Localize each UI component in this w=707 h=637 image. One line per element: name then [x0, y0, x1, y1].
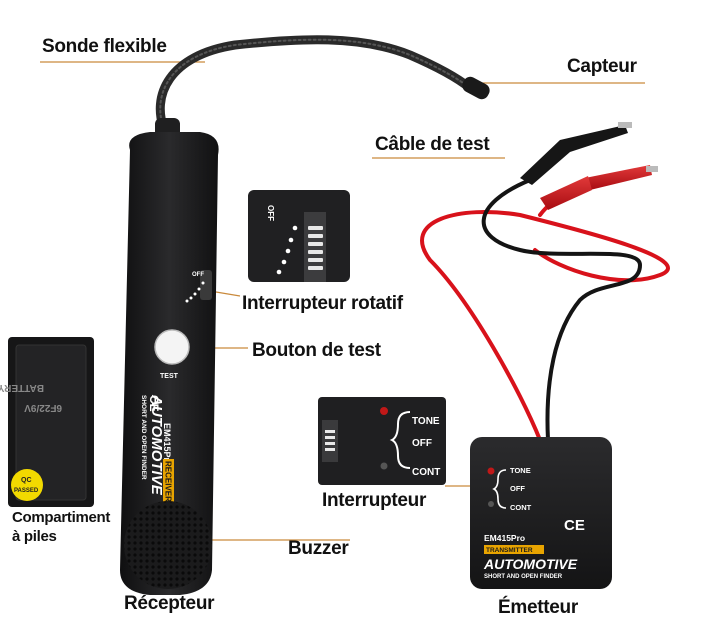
test-button[interactable]: [154, 329, 190, 365]
label-transmitter: Émetteur: [498, 597, 578, 618]
sensor-tip: [462, 76, 490, 100]
label-battery-line1: Compartiment: [12, 509, 111, 526]
label-test-button: Bouton de test: [252, 340, 381, 361]
label-test-cable: Câble de test: [375, 134, 490, 155]
receiver-brand-text: AUTOMOTIVE: [148, 394, 165, 496]
transmitter-tag-text: TRANSMITTER: [486, 547, 533, 554]
switch-off-text: OFF: [412, 438, 432, 449]
transmitter-off-text: OFF: [510, 484, 525, 493]
transmitter-cont-text: CONT: [510, 503, 532, 512]
transmitter-tone-text: TONE: [510, 466, 531, 475]
receiver-brand-sub: SHORT AND OPEN FINDER: [140, 395, 147, 480]
battery-text-line2: 6F22/9V: [24, 402, 62, 413]
qc-sticker: [11, 469, 43, 501]
transmitter-brand-sub: SHORT AND OPEN FINDER: [484, 574, 563, 580]
transmitter-model-text: EM415Pro: [484, 533, 525, 543]
label-battery-line2: à piles: [12, 528, 57, 545]
switch-cont-text: CONT: [412, 467, 440, 478]
rotary-off-text: OFF: [192, 272, 204, 278]
label-rotary-switch: Interrupteur rotatif: [242, 293, 403, 314]
qc-line1: QC: [21, 477, 32, 484]
label-switch: Interrupteur: [322, 490, 427, 511]
label-sensor: Capteur: [567, 56, 637, 77]
switch-tone-text: TONE: [412, 416, 440, 427]
label-lines: [40, 61, 645, 541]
label-buzzer: Buzzer: [288, 538, 349, 559]
qc-line2: PASSED: [14, 488, 39, 494]
alligator-clip-red: [540, 165, 658, 210]
battery-text-line1: BATTERY: [0, 382, 44, 393]
label-probe: Sonde flexible: [42, 36, 167, 57]
transmitter-ce-mark: CE: [564, 517, 585, 534]
receiver-model-text: EM415Pro: [162, 423, 172, 467]
transmitter-device: TONE OFF CONT CE EM415Pro TRANSMITTER AU…: [470, 437, 612, 589]
inset-off-text: OFF: [266, 205, 275, 221]
transmitter-brand-text: AUTOMOTIVE: [483, 556, 578, 572]
rotary-wheel: [200, 270, 212, 300]
switch-inset: TONE OFF CONT: [318, 397, 446, 485]
label-receiver: Récepteur: [124, 593, 215, 614]
alligator-clip-black: [520, 122, 632, 185]
buzzer-grill: [124, 501, 212, 589]
battery-compartment-inset: BATTERY 6F22/9V QC PASSED: [0, 337, 94, 507]
receiver-ce-mark: CE: [147, 395, 161, 412]
test-key-text: TEST: [160, 373, 179, 380]
rotary-switch-inset: OFF: [248, 190, 350, 282]
flexible-probe: [155, 35, 475, 137]
receiver-device: OFF TEST CE EM415Pro RECEIVER AUTOMOTIVE…: [120, 118, 219, 595]
label-battery-compartment: Compartiment à piles: [12, 508, 110, 546]
receiver-tag-text: RECEIVER: [164, 461, 173, 502]
test-cable: [420, 178, 670, 442]
